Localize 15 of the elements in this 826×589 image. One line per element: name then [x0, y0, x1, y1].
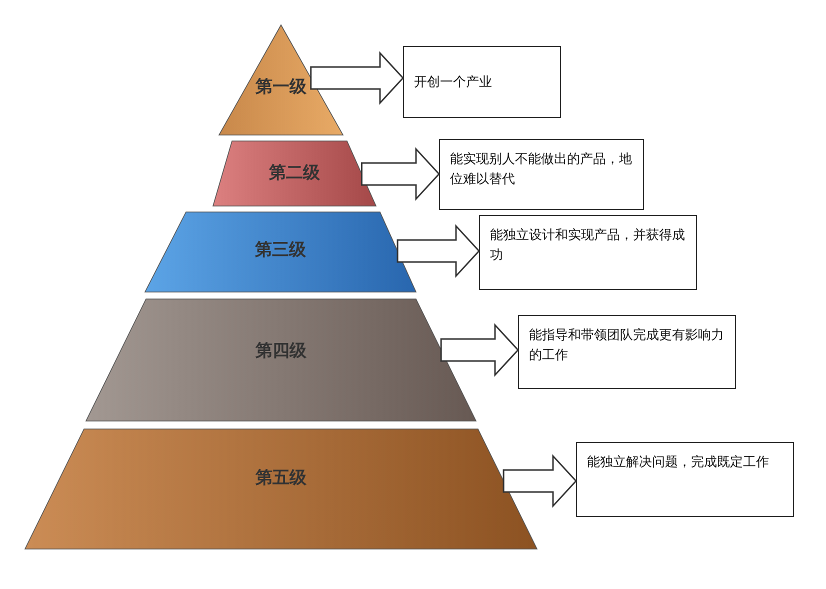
- block-arrow: [440, 323, 520, 377]
- description-box: 能指导和带领团队完成更有影响力的工作: [518, 315, 736, 389]
- description-box: 能独立设计和实现产品，并获得成功: [479, 215, 697, 290]
- level-label: 第五级: [254, 467, 308, 489]
- description-box: 开创一个产业: [403, 46, 561, 118]
- block-arrow: [360, 147, 440, 201]
- level-label: 第一级: [254, 76, 308, 98]
- description-box: 能实现别人不能做出的产品，地位难以替代: [439, 139, 644, 210]
- level-label: 第三级: [254, 239, 307, 261]
- block-arrow: [396, 224, 480, 278]
- description-box: 能独立解决问题，完成既定工作: [576, 442, 794, 517]
- level-label: 第二级: [268, 162, 321, 184]
- block-arrow: [502, 454, 578, 508]
- block-arrow: [310, 51, 404, 105]
- level-label: 第四级: [254, 340, 308, 362]
